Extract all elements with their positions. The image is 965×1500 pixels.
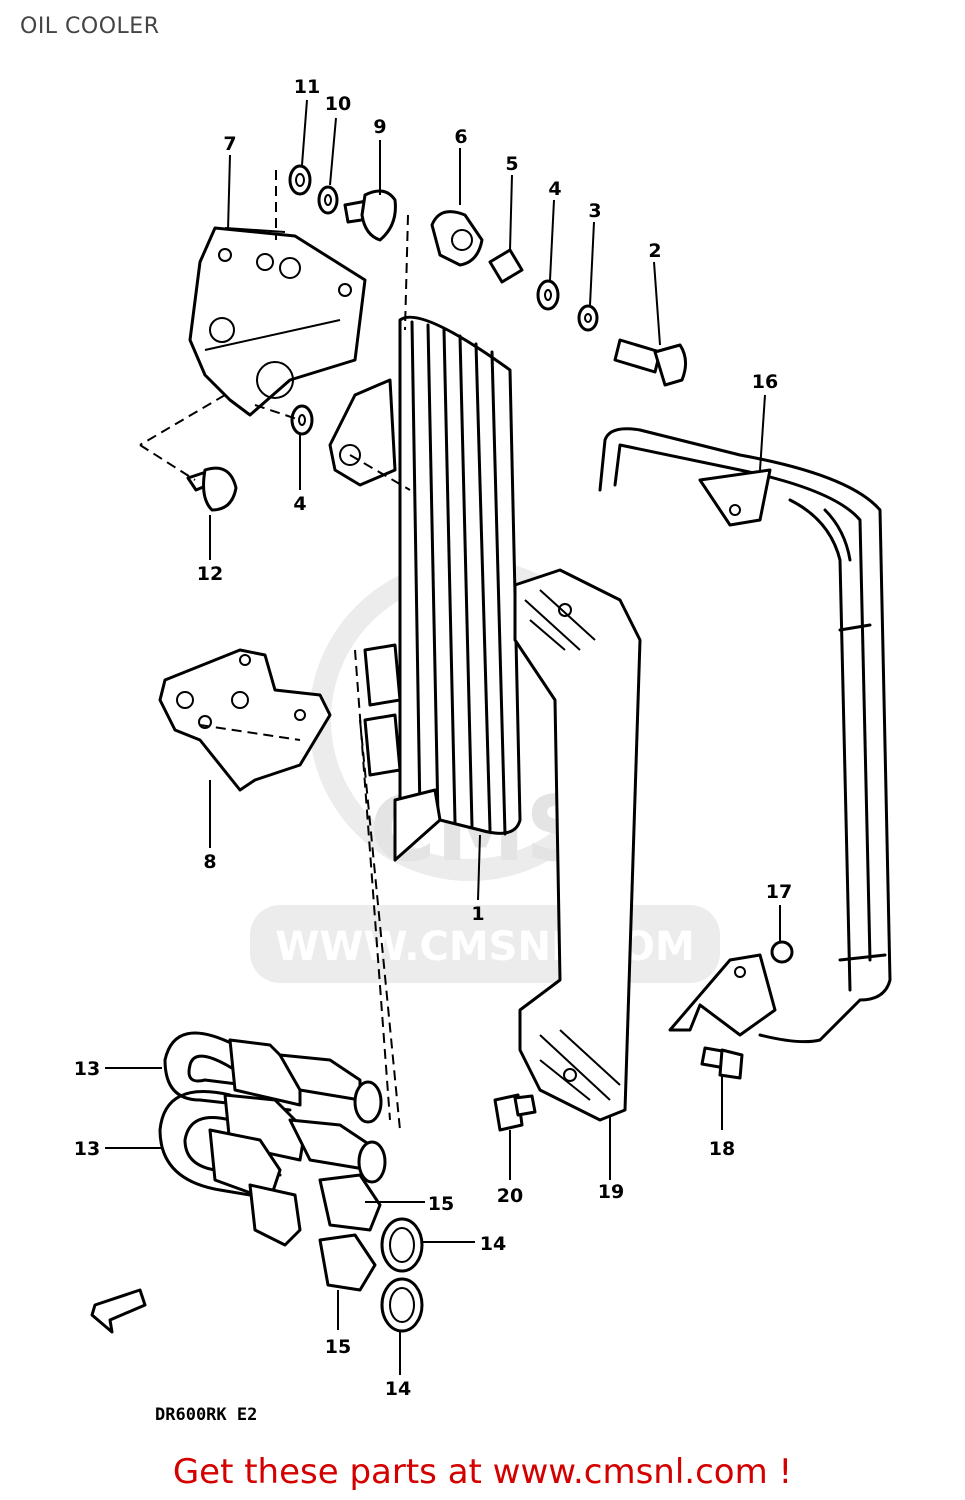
part-16-frame xyxy=(598,427,892,1044)
part-8-lower-bracket xyxy=(158,648,332,792)
assembly-lines xyxy=(139,170,411,1131)
part-14-15-fittings xyxy=(318,1173,424,1333)
callout-14-bottom: 14 xyxy=(385,1378,411,1400)
callout-20: 20 xyxy=(497,1185,523,1207)
callout-16: 16 xyxy=(752,371,778,393)
callout-19: 19 xyxy=(598,1181,624,1203)
callout-labels: 11 10 9 6 5 4 3 2 7 4 12 8 1 16 17 18 19… xyxy=(74,76,792,1400)
parts-diagram: CMS WWW.CMSNL.COM xyxy=(74,76,892,1425)
part-1-oil-cooler-core xyxy=(328,315,522,862)
small-hardware xyxy=(186,164,794,1132)
callout-12: 12 xyxy=(197,563,223,585)
part-19-cooler-guard xyxy=(513,568,642,1122)
callout-6: 6 xyxy=(454,126,467,148)
callout-14-right: 14 xyxy=(480,1233,506,1255)
callout-11: 11 xyxy=(294,76,320,98)
callout-15-right: 15 xyxy=(428,1193,454,1215)
footer-link[interactable]: Get these parts at www.cmsnl.com ! xyxy=(172,1452,793,1492)
callout-13-bottom: 13 xyxy=(74,1138,100,1160)
forward-arrow-icon xyxy=(90,1288,147,1334)
page-title: OIL COOLER xyxy=(20,14,160,39)
callout-4-top: 4 xyxy=(548,178,561,200)
callout-1: 1 xyxy=(471,903,484,925)
callout-15-bottom: 15 xyxy=(325,1336,351,1358)
callout-13-top: 13 xyxy=(74,1058,100,1080)
callout-10: 10 xyxy=(325,93,351,115)
part-7-upper-bracket xyxy=(188,226,367,417)
callout-7: 7 xyxy=(223,133,236,155)
callout-18: 18 xyxy=(709,1138,735,1160)
callout-5: 5 xyxy=(505,153,518,175)
part-13-oil-hoses xyxy=(158,1031,387,1247)
callout-2: 2 xyxy=(648,240,661,262)
callout-17: 17 xyxy=(766,881,792,903)
callout-4-left: 4 xyxy=(293,493,306,515)
model-code: DR600RK E2 xyxy=(155,1405,257,1425)
callout-9: 9 xyxy=(373,116,386,138)
leader-lines xyxy=(105,99,781,1375)
callout-8: 8 xyxy=(203,851,216,873)
callout-3: 3 xyxy=(588,200,601,222)
